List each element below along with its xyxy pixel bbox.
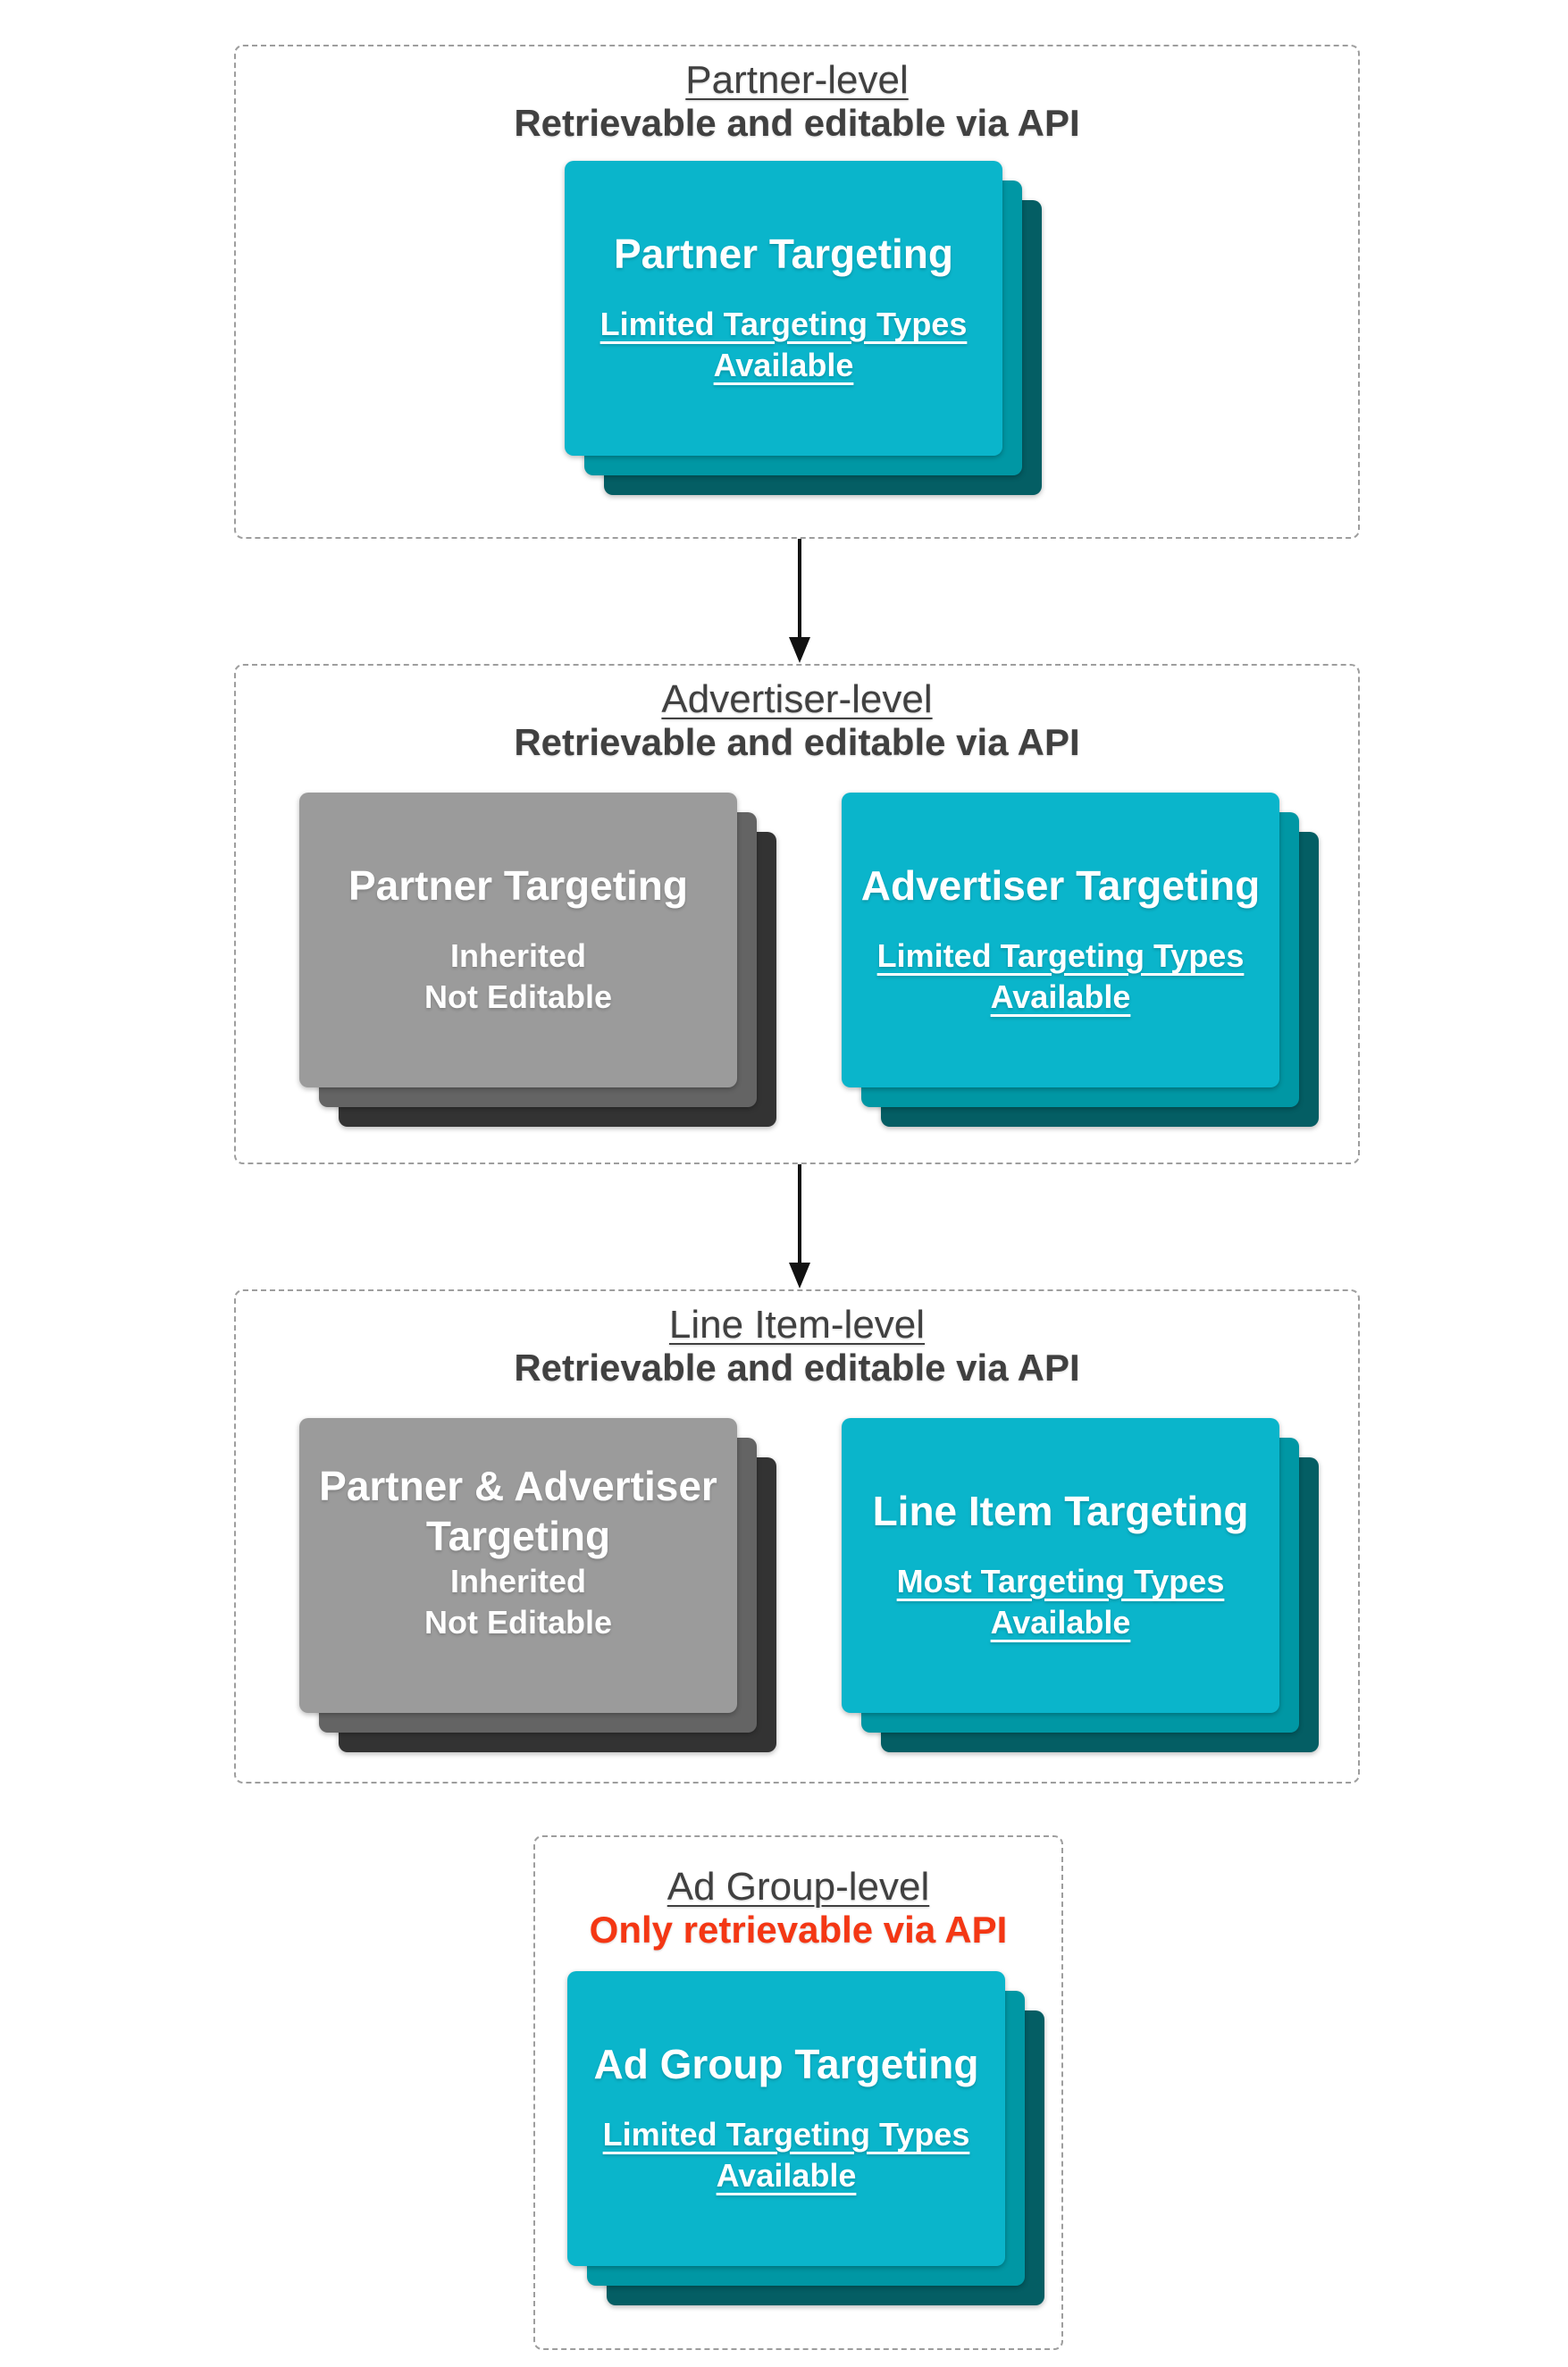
card-body-line: Inherited: [449, 1563, 586, 1599]
line-item-level-title: Line Item-level: [668, 1303, 926, 1347]
card-title-line: Partner Targeting: [614, 231, 953, 277]
card-advertiser-targeting: Advertiser Targeting Limited Targeting T…: [842, 793, 1319, 1127]
card-title-line: Ad Group Targeting: [593, 2041, 979, 2087]
arrow-head: [789, 1263, 810, 1288]
card-subtext-link: Most Targeting Types Available: [897, 1561, 1225, 1643]
partner-level-subtitle: Retrievable and editable via API: [514, 102, 1080, 144]
section-partner-level: Partner-level Retrievable and editable v…: [234, 45, 1360, 539]
card-title-line: Line Item Targeting: [872, 1488, 1249, 1534]
card-face: Ad Group Targeting Limited Targeting Typ…: [567, 1971, 1005, 2266]
card-face: Advertiser Targeting Limited Targeting T…: [842, 793, 1279, 1087]
partner-level-title: Partner-level: [685, 58, 909, 102]
section-line-item-level: Line Item-level Retrievable and editable…: [234, 1289, 1360, 1784]
card-title: Ad Group Targeting: [593, 2021, 978, 2107]
card-subtext-link: Limited Targeting Types Available: [603, 2114, 970, 2196]
card-link-line[interactable]: Limited Targeting Types: [876, 937, 1245, 974]
card-subtext-link: Limited Targeting Types Available: [877, 936, 1245, 1018]
card-link-line[interactable]: Limited Targeting Types: [602, 2116, 970, 2153]
down-arrow-icon: [789, 539, 810, 664]
card-title-line: Advertiser Targeting: [860, 862, 1261, 909]
card-ad-group-targeting: Ad Group Targeting Limited Targeting Typ…: [567, 1971, 1044, 2305]
arrow-shaft: [798, 1164, 801, 1264]
card-title-line: Partner Targeting: [348, 862, 688, 909]
card-title-line: Partner & Advertiser: [319, 1463, 717, 1509]
card-face: Partner Targeting Inherited Not Editable: [299, 793, 737, 1087]
card-title: Partner Targeting: [614, 211, 953, 297]
card-title-line: Targeting: [425, 1513, 611, 1559]
card-subtext: Inherited Not Editable: [424, 1561, 612, 1643]
card-face: Partner & Advertiser Targeting Inherited…: [299, 1418, 737, 1713]
card-partner-targeting: Partner Targeting Limited Targeting Type…: [565, 161, 1042, 495]
card-line-item-targeting: Line Item Targeting Most Targeting Types…: [842, 1418, 1319, 1752]
card-link-line[interactable]: Limited Targeting Types: [600, 306, 968, 342]
card-inherited-partner-advertiser-targeting: Partner & Advertiser Targeting Inherited…: [299, 1418, 776, 1752]
card-face: Line Item Targeting Most Targeting Types…: [842, 1418, 1279, 1713]
card-subtext-link: Limited Targeting Types Available: [600, 304, 968, 386]
card-link-line[interactable]: Available: [990, 978, 1131, 1015]
section-advertiser-level: Advertiser-level Retrievable and editabl…: [234, 664, 1360, 1164]
card-title: Partner & Advertiser Targeting: [319, 1463, 717, 1559]
card-link-line[interactable]: Most Targeting Types: [896, 1563, 1225, 1599]
card-body-line: Not Editable: [423, 978, 612, 1015]
ad-group-level-subtitle: Only retrievable via API: [589, 1909, 1008, 1951]
advertiser-level-subtitle: Retrievable and editable via API: [514, 721, 1080, 763]
card-title: Advertiser Targeting: [861, 843, 1260, 928]
card-inherited-partner-targeting: Partner Targeting Inherited Not Editable: [299, 793, 776, 1127]
card-body-line: Inherited: [449, 937, 586, 974]
card-link-line[interactable]: Available: [716, 2157, 857, 2194]
card-face: Partner Targeting Limited Targeting Type…: [565, 161, 1002, 456]
card-title: Partner Targeting: [348, 843, 688, 928]
section-ad-group-level: Ad Group-level Only retrievable via API …: [533, 1835, 1063, 2350]
card-subtext: Inherited Not Editable: [424, 936, 612, 1018]
card-title: Line Item Targeting: [873, 1468, 1249, 1554]
card-body-line: Not Editable: [423, 1604, 612, 1641]
arrow-head: [789, 637, 810, 663]
ad-group-level-title: Ad Group-level: [667, 1865, 930, 1909]
down-arrow-icon: [789, 1164, 810, 1289]
card-link-line[interactable]: Available: [990, 1604, 1131, 1641]
card-link-line[interactable]: Available: [713, 347, 854, 383]
line-item-level-subtitle: Retrievable and editable via API: [514, 1347, 1080, 1389]
arrow-shaft: [798, 539, 801, 639]
advertiser-level-title: Advertiser-level: [661, 677, 933, 721]
